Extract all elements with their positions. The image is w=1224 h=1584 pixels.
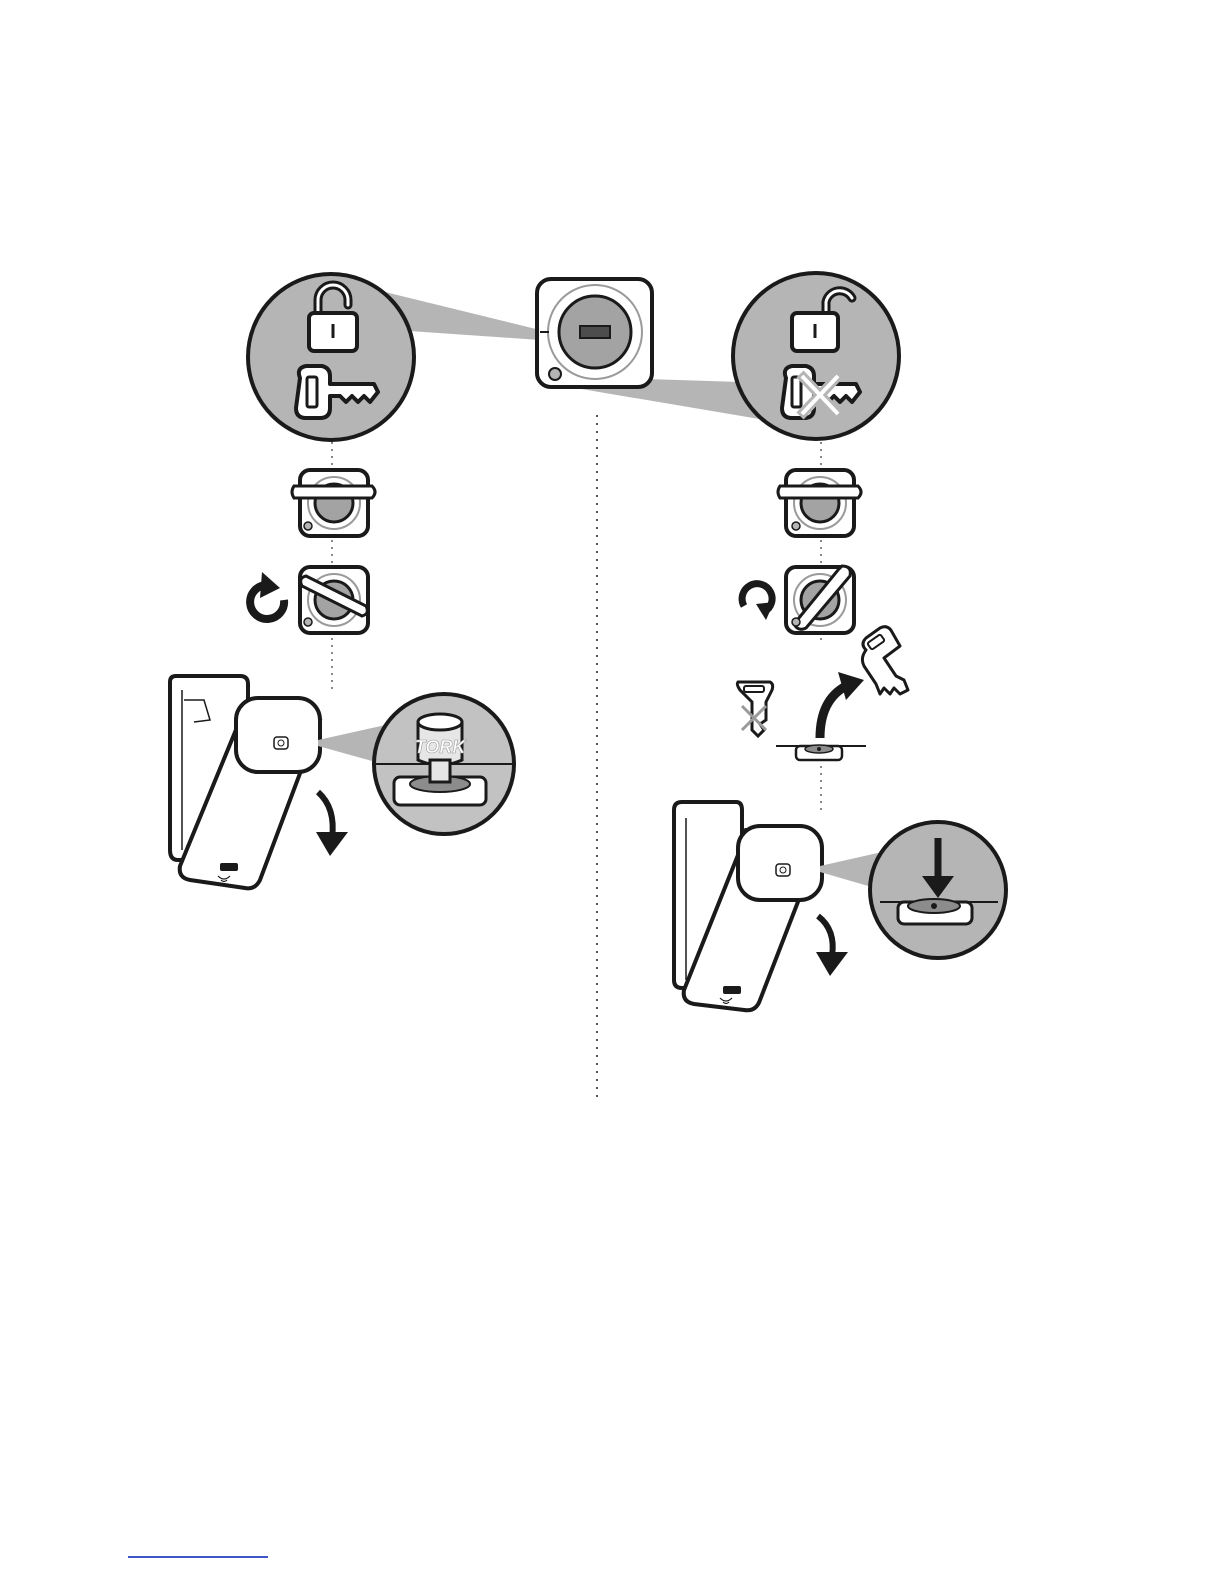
push-button-callout-left: TORK bbox=[374, 694, 514, 834]
indicator-led bbox=[549, 368, 561, 380]
rotate-clockwise-icon bbox=[250, 572, 284, 619]
key-removed-icon bbox=[862, 627, 908, 694]
lock-step-key-turned bbox=[300, 567, 368, 633]
left-sequence: TORK bbox=[170, 274, 514, 888]
footer-link-underline[interactable] bbox=[128, 1556, 268, 1558]
push-button-small bbox=[776, 745, 866, 760]
lock-step-key-inserted bbox=[292, 470, 375, 536]
rotate-counterclockwise-icon bbox=[742, 584, 774, 620]
lift-up-arrow bbox=[820, 672, 864, 738]
lock-step-key-inserted bbox=[778, 470, 861, 536]
right-callout-circle bbox=[733, 273, 899, 439]
push-button-callout-right bbox=[870, 822, 1006, 958]
dispenser-open-left bbox=[170, 676, 320, 888]
lock-step-key-turned bbox=[786, 566, 854, 633]
dispenser-open-right bbox=[674, 802, 822, 1010]
open-down-arrow-right bbox=[816, 916, 848, 976]
tork-logo: TORK bbox=[415, 737, 468, 757]
key-removed-small-icon bbox=[737, 682, 772, 736]
open-down-arrow-left bbox=[316, 792, 348, 856]
lock-closeup bbox=[385, 279, 765, 420]
left-callout-circle bbox=[248, 274, 414, 440]
